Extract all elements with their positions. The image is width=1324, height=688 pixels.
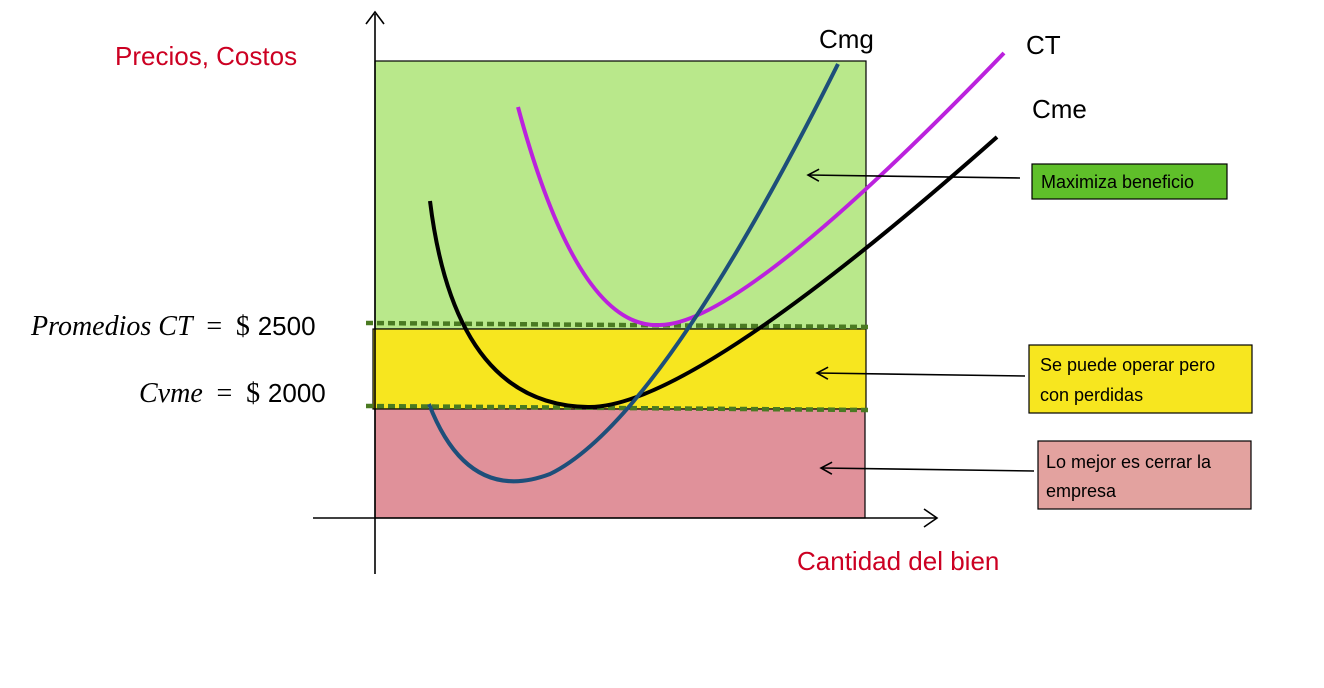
promedios-ct-name: Promedios CT — [30, 311, 195, 342]
cme-label: Cme — [1032, 94, 1087, 124]
promedios-ct-eq: = — [206, 311, 222, 342]
cvme-name: Cvme — [139, 378, 203, 409]
promedios-ct-level-line — [365, 320, 871, 330]
cme-curve — [428, 135, 999, 410]
promedios-ct-value: 2500 — [258, 311, 316, 341]
profit-zone — [374, 60, 867, 330]
cvme-level-line — [365, 403, 869, 413]
legend-close-text-line2: empresa — [1046, 481, 1117, 501]
legend-profit-text: Maximiza beneficio — [1041, 172, 1194, 192]
cvme-currency: $ — [246, 378, 260, 409]
y-axis-arrowhead — [365, 10, 385, 25]
y-axis-label: Precios, Costos — [115, 41, 297, 71]
cvme-eq: = — [217, 378, 233, 409]
cmg-label: Cmg — [819, 24, 874, 54]
legend-loss-text-line2: con perdidas — [1040, 385, 1143, 405]
promedios-ct-level-label: Promedios CT = $ 2500 — [30, 310, 316, 342]
profit-pointer-arrow — [806, 168, 1021, 182]
legend-close-box — [1037, 440, 1252, 510]
legend-loss-box — [1028, 344, 1253, 414]
legend-close-text-line1: Lo mejor es cerrar la — [1046, 452, 1212, 472]
x-axis-arrowhead — [923, 508, 939, 528]
cvme-level-label: Cvme = $ 2000 — [139, 377, 326, 409]
legend-loss-text-line1: Se puede operar pero — [1040, 355, 1215, 375]
cvme-value: 2000 — [268, 378, 326, 408]
loss-pointer-arrow — [815, 366, 1026, 380]
close-zone — [374, 408, 866, 519]
promedios-ct-currency: $ — [236, 311, 250, 342]
legend-profit-box — [1031, 163, 1228, 200]
x-axis-label: Cantidad del bien — [797, 546, 999, 576]
close-pointer-arrow — [819, 461, 1035, 475]
loss-zone — [372, 328, 867, 410]
ct-label: CT — [1026, 30, 1061, 60]
ct-curve — [516, 51, 1006, 328]
cmg-curve — [427, 63, 840, 484]
